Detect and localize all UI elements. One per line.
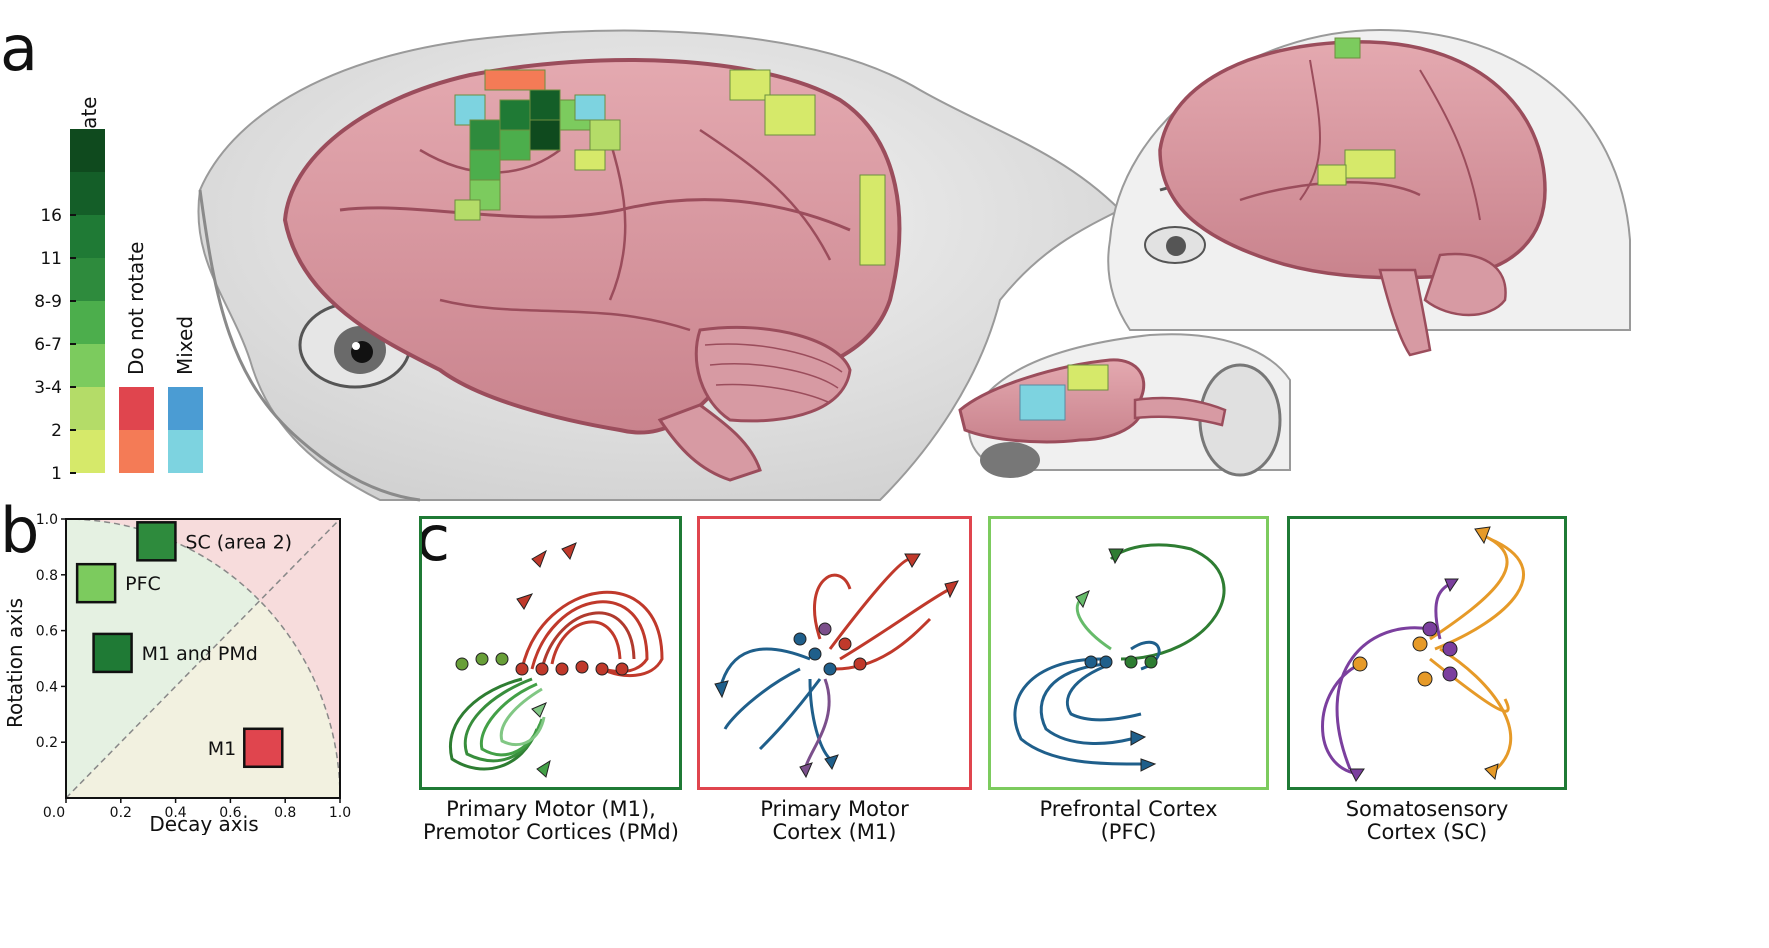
- rotate-color-segment: [70, 258, 105, 301]
- x-tick-label: 0.4: [164, 805, 186, 821]
- legend-tick-label: 2: [51, 421, 62, 441]
- rotate-color-segment: [70, 215, 105, 258]
- trajectory-caption-pfc: Prefrontal Cortex (PFC): [988, 798, 1269, 844]
- pfc-trajectories: [1013, 543, 1226, 766]
- trajectory-start-points: [793, 622, 867, 676]
- trajectory-caption-m1: Primary Motor Cortex (M1): [697, 798, 972, 844]
- rotate-color-segment: [70, 129, 105, 172]
- legend-tick-label: 11: [40, 249, 62, 269]
- caption-line-2: Premotor Cortices (PMd): [423, 820, 679, 844]
- y-tick-label: 0.2: [36, 735, 58, 751]
- rotate-color-segment: [70, 344, 105, 387]
- human-brain: [1158, 37, 1547, 357]
- trajectory-caption-sc: Somatosensory Cortex (SC): [1287, 798, 1567, 844]
- rotational-trajectories: [449, 590, 664, 771]
- scatter-point-label: SC (area 2): [185, 531, 292, 553]
- y-tick-label: 0.6: [36, 624, 58, 640]
- rotate-color-segment: [70, 430, 105, 473]
- legend-title-mixed: Mixed: [173, 316, 197, 375]
- legend-tick-label: 8-9: [34, 292, 62, 312]
- unit-circle-boundary: [65, 518, 341, 799]
- trajectory-start-points: [1352, 621, 1458, 687]
- x-tick-label: 0.6: [219, 805, 241, 821]
- trajectory-caption-m1-pmd: Primary Motor (M1), Premotor Cortices (P…: [410, 798, 692, 844]
- mixed-color-bar: [168, 387, 203, 473]
- legend-tick-label: 16: [40, 206, 62, 226]
- no-rotate-color-segment: [119, 430, 154, 473]
- trajectory-panel-sc: [1287, 516, 1567, 790]
- sc-trajectories: [1321, 532, 1525, 776]
- y-tick-label: 0.8: [36, 568, 58, 584]
- mixed-color-segment: [168, 430, 203, 473]
- legend-tick-labels: 1 2 3-4 6-7 8-9 11 16: [34, 206, 76, 484]
- legend-tick-label: 1: [51, 464, 62, 484]
- x-tick-label: 0.2: [110, 805, 132, 821]
- plot-frame: [65, 518, 341, 799]
- mixed-color-segment: [168, 387, 203, 430]
- monkey-brain-illustration: [197, 28, 1631, 502]
- x-tick-label: 0.0: [43, 805, 65, 821]
- y-tick-label: 1.0: [36, 512, 58, 528]
- scatter-point: [243, 727, 284, 769]
- scatter-point-label: M1 and PMd: [142, 643, 258, 665]
- scatter-point-label: M1: [208, 738, 236, 760]
- caption-line-2: (PFC): [1100, 820, 1157, 844]
- trajectory-arrowheads: [714, 553, 959, 779]
- x-axis-label: Decay axis: [149, 812, 258, 835]
- electrode-grid-macaque: [454, 69, 886, 266]
- rotate-color-segment: [70, 301, 105, 344]
- y-tick-label: 0.4: [36, 679, 58, 695]
- rat-brain: [958, 358, 1227, 444]
- trajectory-start-points: [1084, 655, 1158, 669]
- scatter-point-label: PFC: [125, 573, 161, 595]
- non-rotational-trajectories: [718, 557, 951, 770]
- legend-title-no-rotate: Do not rotate: [124, 242, 148, 375]
- legend-tick-label: 6-7: [34, 335, 62, 355]
- no-rotate-color-segment: [119, 387, 154, 430]
- caption-line-2: Cortex (SC): [1366, 820, 1488, 844]
- rotate-color-segment: [70, 172, 105, 215]
- panel-label-a: a: [0, 12, 38, 85]
- rotate-color-bar: [70, 129, 105, 473]
- caption-line-1: Somatosensory: [1345, 797, 1509, 821]
- trajectory-panel-pfc: [988, 516, 1269, 790]
- trajectory-arrowheads: [516, 542, 577, 778]
- trajectory-arrowheads: [1075, 548, 1157, 772]
- trajectory-panel-m1-pmd: [419, 516, 682, 790]
- x-tick-label: 0.8: [274, 805, 296, 821]
- trajectory-panel-m1: [697, 516, 972, 790]
- rotate-color-segment: [70, 387, 105, 430]
- region-color-legend: Rotate Do not rotate Mixed 123-46-78-911…: [0, 90, 220, 490]
- trajectory-arrowheads: [1349, 526, 1499, 782]
- caption-line-1: Primary Motor (M1),: [446, 797, 656, 821]
- scatter-point: [92, 632, 133, 674]
- y-axis-label: Rotation axis: [3, 598, 27, 728]
- no-rotate-color-bar: [119, 387, 154, 473]
- trajectory-start-points: [455, 652, 629, 676]
- scatter-point: [75, 562, 117, 604]
- scatter-point: [136, 521, 177, 562]
- diagonal-boundary: [65, 518, 341, 799]
- legend-tick-label: 3-4: [34, 378, 62, 398]
- caption-line-1: Primary Motor: [760, 797, 909, 821]
- decay-rotation-scatter: 0.0 0.2 0.4 0.6 0.8 1.0 0.2 0.4 0.6 0.8 1.0 SC (ar…: [3, 512, 351, 835]
- macaque-brain: [282, 58, 902, 482]
- caption-line-2: Cortex (M1): [772, 820, 897, 844]
- x-tick-label: 1.0: [329, 805, 351, 821]
- panel-label-b: b: [0, 494, 40, 567]
- caption-line-1: Prefrontal Cortex: [1039, 797, 1218, 821]
